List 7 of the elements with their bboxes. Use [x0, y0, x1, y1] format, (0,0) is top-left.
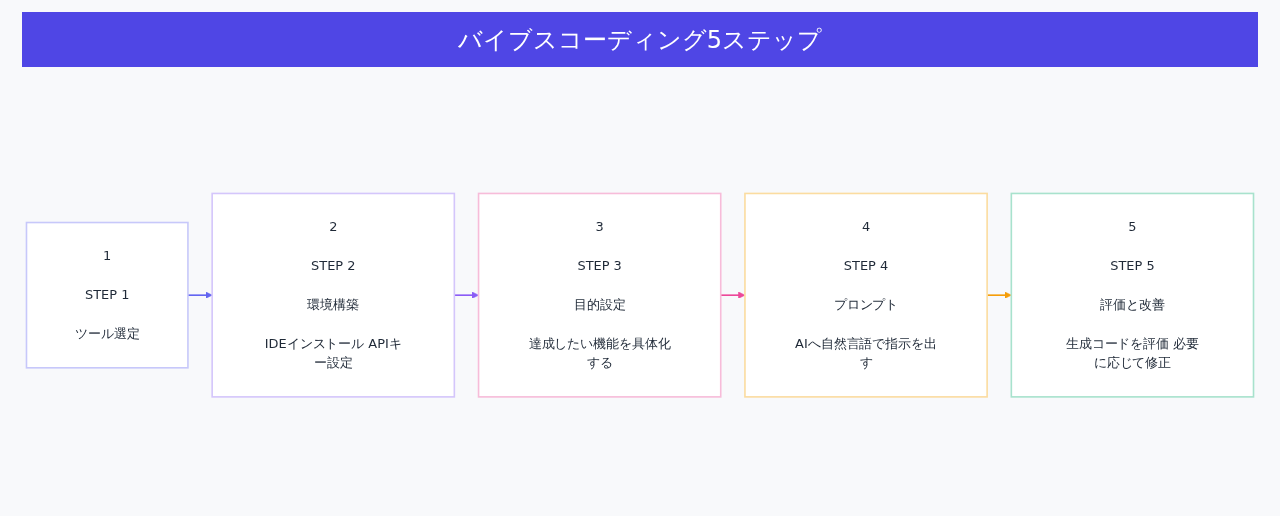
node-box: 2 STEP 2 環境構築 IDEインストール APIキー設定	[211, 192, 456, 398]
node-box: 5 STEP 5 評価と改善 生成コードを評価 必要に応じて修正	[1010, 192, 1255, 398]
arrow	[187, 291, 213, 299]
node-box: 3 STEP 3 目的設定 達成したい機能を具体化する	[477, 192, 722, 398]
node-box: 1 STEP 1 ツール選定	[25, 221, 189, 369]
title-banner: バイブスコーディング5ステップ	[22, 12, 1258, 67]
node-box: 4 STEP 4 プロンプト AIへ自然言語で指示を出す	[744, 192, 988, 398]
